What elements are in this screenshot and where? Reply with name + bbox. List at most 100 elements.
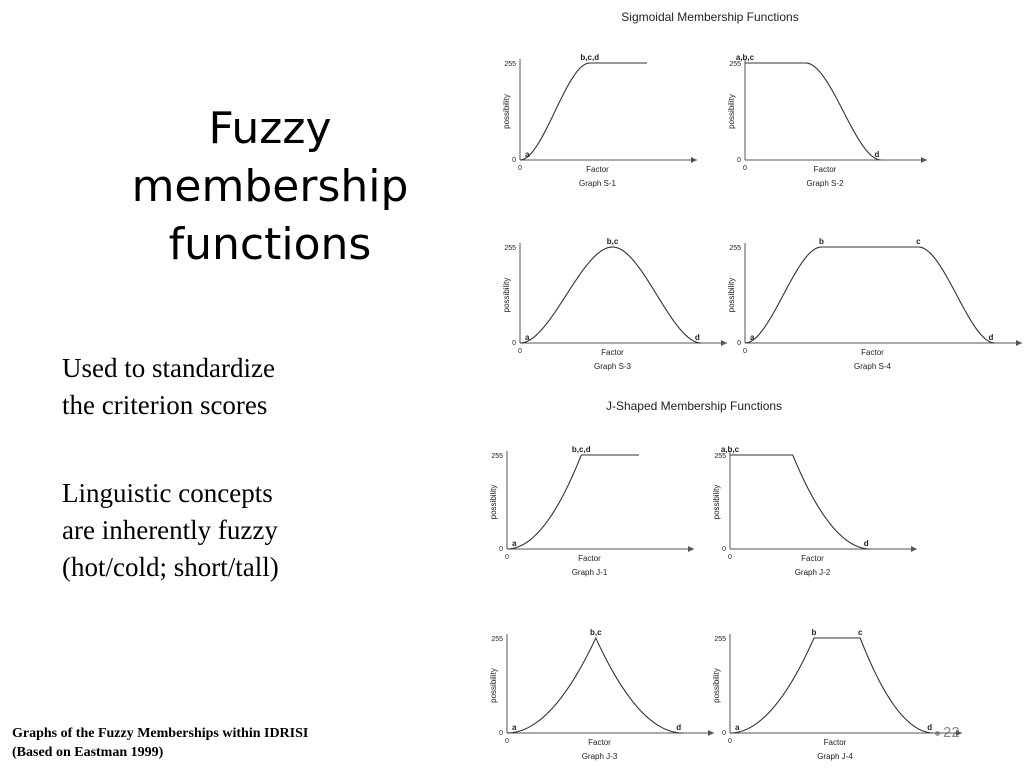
point-label: a xyxy=(525,333,530,342)
x-tick-label: 0 xyxy=(518,165,522,172)
x-axis-label: Factor xyxy=(586,165,609,174)
point-label: a,b,c xyxy=(721,445,740,454)
y-axis-label: possibility xyxy=(502,94,511,129)
point-label: a xyxy=(750,333,755,342)
y-tick-label: 255 xyxy=(729,61,741,68)
membership-curve xyxy=(744,246,995,344)
y-axis-label: possibility xyxy=(727,94,736,129)
x-axis-label: Factor xyxy=(601,348,624,357)
point-label: b,c,d xyxy=(572,445,591,454)
graph-label: Graph S-2 xyxy=(807,179,844,188)
point-label: d xyxy=(988,333,993,342)
y-tick-label: 255 xyxy=(491,453,503,460)
membership-curve xyxy=(745,62,882,161)
y-axis-label: possibility xyxy=(489,485,498,520)
bullet-line: Used to standardize xyxy=(62,353,275,383)
x-axis-arrow xyxy=(921,157,927,163)
y-tick-label: 255 xyxy=(491,636,503,643)
point-label: a xyxy=(512,723,517,732)
y-axis-label: possibility xyxy=(502,278,511,313)
y-tick-label: 0 xyxy=(512,340,516,347)
y-tick-label: 0 xyxy=(499,546,503,553)
y-tick-label: 255 xyxy=(504,61,516,68)
y-axis-label: possibility xyxy=(712,485,721,520)
x-axis-arrow xyxy=(691,157,697,163)
slide-title-line: membership xyxy=(131,161,409,212)
point-label: d xyxy=(676,723,681,732)
section-title-j-shaped: J-Shaped Membership Functions xyxy=(606,399,782,413)
membership-curve xyxy=(519,62,648,161)
x-tick-label: 0 xyxy=(505,738,509,745)
y-tick-label: 255 xyxy=(504,245,516,252)
membership-curve xyxy=(506,454,639,550)
point-label: c xyxy=(858,628,863,637)
graph-label: Graph S-3 xyxy=(594,362,631,371)
point-label: c xyxy=(916,237,921,246)
membership-curve xyxy=(506,636,683,734)
x-axis-label: Factor xyxy=(824,738,847,747)
y-tick-label: 255 xyxy=(714,636,726,643)
point-label: d xyxy=(927,723,932,732)
point-label: b,c xyxy=(607,237,619,246)
y-tick-label: 0 xyxy=(722,730,726,737)
point-label: d xyxy=(875,150,880,159)
y-axis-label: possibility xyxy=(489,668,498,703)
point-label: d xyxy=(695,333,700,342)
figure-caption: Graphs of the Fuzzy Memberships within I… xyxy=(12,724,392,762)
y-tick-label: 255 xyxy=(714,453,726,460)
point-label: a xyxy=(525,150,530,159)
y-axis-label: possibility xyxy=(727,278,736,313)
membership-curve xyxy=(729,637,934,734)
y-tick-label: 0 xyxy=(737,157,741,164)
point-label: a,b,c xyxy=(736,53,755,62)
graph-label: Graph J-2 xyxy=(795,568,831,577)
point-label: b,c,d xyxy=(580,53,599,62)
x-axis-label: Factor xyxy=(801,554,824,563)
slide-title-line: Fuzzy xyxy=(208,103,332,154)
x-tick-label: 0 xyxy=(505,554,509,561)
x-axis-arrow xyxy=(721,340,727,346)
x-axis-label: Factor xyxy=(578,554,601,563)
graph-label: Graph J-1 xyxy=(572,568,608,577)
graph-label: Graph S-4 xyxy=(854,362,891,371)
bullet-text: Used to standardize the criterion scores xyxy=(62,350,362,424)
x-tick-label: 0 xyxy=(518,348,522,355)
bullet-line: are inherently fuzzy xyxy=(62,515,278,545)
bullet-line: the criterion scores xyxy=(62,390,268,420)
caption-line: Graphs of the Fuzzy Memberships within I… xyxy=(12,726,309,741)
point-label: b xyxy=(819,237,824,246)
graph-label: Graph J-4 xyxy=(817,752,853,761)
section-title-sigmoidal: Sigmoidal Membership Functions xyxy=(621,10,798,24)
x-axis-arrow xyxy=(911,546,917,552)
membership-function-figure: Sigmoidal Membership Functions J-Shaped … xyxy=(489,10,1022,761)
point-label: d xyxy=(864,539,869,548)
bullet-line: Linguistic concepts xyxy=(62,478,273,508)
caption-line: (Based on Eastman 1999) xyxy=(12,745,164,760)
x-axis-arrow xyxy=(688,546,694,552)
y-tick-label: 0 xyxy=(737,340,741,347)
y-tick-label: 0 xyxy=(499,730,503,737)
point-label: b xyxy=(812,628,817,637)
point-label: a xyxy=(512,539,517,548)
x-axis-arrow xyxy=(708,730,714,736)
x-tick-label: 0 xyxy=(728,554,732,561)
graph-label: Graph J-3 xyxy=(582,752,618,761)
y-tick-label: 0 xyxy=(722,546,726,553)
x-axis-label: Factor xyxy=(814,165,837,174)
x-tick-label: 0 xyxy=(728,738,732,745)
x-axis-label: Factor xyxy=(861,348,884,357)
graph-label: Graph S-1 xyxy=(579,179,616,188)
x-axis-label: Factor xyxy=(588,738,611,747)
membership-curve xyxy=(730,454,871,550)
membership-curve xyxy=(519,246,702,344)
x-tick-label: 0 xyxy=(743,165,747,172)
